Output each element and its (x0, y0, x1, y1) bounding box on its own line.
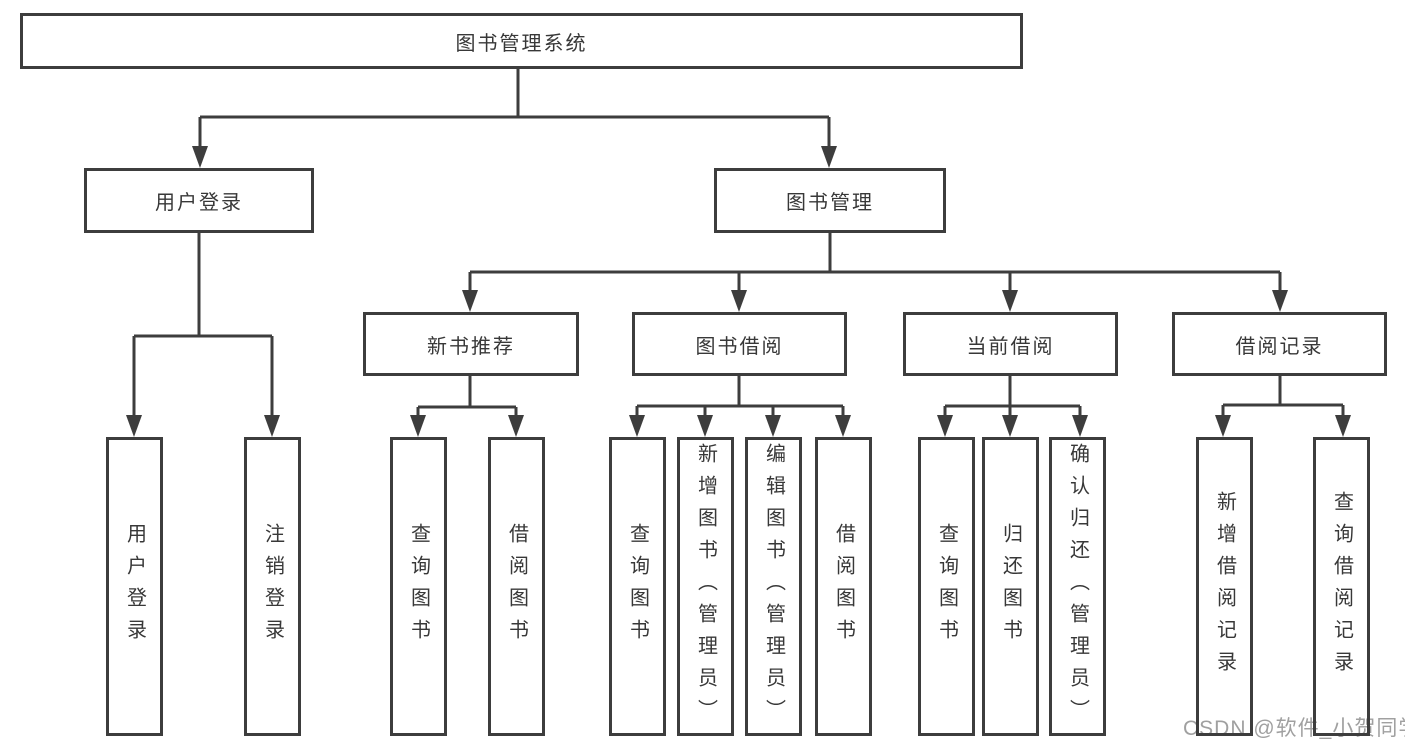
leaf-label: 新增借阅记录 (1213, 490, 1236, 683)
node-current-borrowing: 当前借阅 (903, 312, 1118, 376)
node-book-borrowing: 图书借阅 (632, 312, 847, 376)
leaf-label: 确认归还（管理员） (1066, 442, 1089, 731)
node-label: 借阅记录 (1235, 335, 1324, 358)
node-book-management: 图书管理 (714, 168, 946, 233)
leaf-label: 新增图书（管理员） (694, 442, 717, 731)
leaf-query-books-borrowing: 查询图书 (609, 437, 666, 736)
leaf-return-book: 归还图书 (982, 437, 1039, 736)
leaf-edit-book-admin: 编辑图书（管理员） (745, 437, 802, 736)
leaf-label: 查询图书 (626, 522, 649, 651)
leaf-label: 归还图书 (999, 522, 1022, 651)
leaf-label: 用户登录 (123, 522, 146, 651)
leaf-label: 编辑图书（管理员） (762, 442, 785, 731)
leaf-logout: 注销登录 (244, 437, 301, 736)
leaf-query-books-current: 查询图书 (918, 437, 975, 736)
node-library-management-system: 图书管理系统 (20, 13, 1023, 69)
node-borrowing-records: 借阅记录 (1172, 312, 1387, 376)
node-user-login: 用户登录 (84, 168, 314, 233)
leaf-label: 查询图书 (407, 522, 430, 651)
node-label: 图书管理系统 (455, 32, 588, 55)
node-label: 新书推荐 (427, 335, 515, 358)
node-label: 当前借阅 (966, 335, 1055, 358)
node-new-book-recommend: 新书推荐 (363, 312, 579, 376)
leaf-user-login: 用户登录 (106, 437, 163, 736)
node-label: 图书管理 (786, 192, 874, 214)
leaf-query-borrow-record: 查询借阅记录 (1313, 437, 1370, 736)
node-label: 图书借阅 (695, 335, 784, 358)
leaf-label: 借阅图书 (832, 522, 855, 651)
leaf-label: 查询借阅记录 (1330, 490, 1353, 683)
leaf-borrow-books-recommend: 借阅图书 (488, 437, 545, 736)
node-label: 用户登录 (155, 192, 243, 214)
leaf-borrow-books-borrowing: 借阅图书 (815, 437, 872, 736)
leaf-add-borrow-record: 新增借阅记录 (1196, 437, 1253, 736)
leaf-add-book-admin: 新增图书（管理员） (677, 437, 734, 736)
leaf-label: 借阅图书 (505, 522, 528, 651)
leaf-label: 查询图书 (935, 522, 958, 651)
leaf-confirm-return-admin: 确认归还（管理员） (1049, 437, 1106, 736)
leaf-query-books-recommend: 查询图书 (390, 437, 447, 736)
leaf-label: 注销登录 (261, 522, 284, 651)
